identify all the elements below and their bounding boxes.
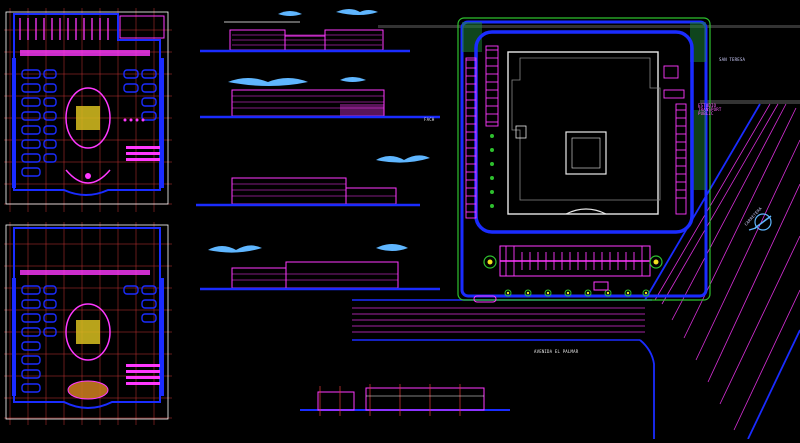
elevation-3	[196, 155, 430, 207]
north-arrow-icon	[748, 213, 772, 231]
road-label-top: SAN TERESA	[719, 57, 746, 62]
elevation-2	[200, 77, 440, 119]
road-label-bottom: AVENIDA EL PALMAR	[534, 349, 579, 354]
floor-plan-upper	[4, 8, 172, 212]
site-plan	[352, 17, 800, 440]
section-drawing	[300, 384, 510, 416]
elevation-tag: FACH	[424, 117, 435, 122]
floor-plan-lower	[4, 222, 172, 425]
elevation-4	[200, 244, 440, 291]
elevation-1	[200, 9, 410, 53]
site-annotation: ESTUDIO TRANSPORT PUBLIC	[698, 103, 722, 116]
